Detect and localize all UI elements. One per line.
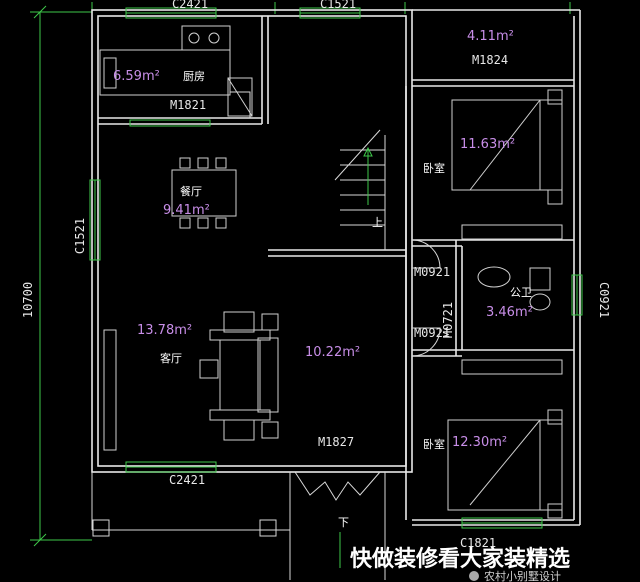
door-label-bedroom-lower: M0921 bbox=[414, 326, 450, 340]
overall-dimension-label: 10700 bbox=[21, 282, 35, 318]
staircase bbox=[334, 129, 386, 250]
sofa-set bbox=[103, 311, 279, 451]
bed-lower bbox=[447, 359, 563, 519]
door-label-bedroom-upper: M0921 bbox=[414, 265, 450, 279]
bath-area: 3.46m² bbox=[486, 305, 533, 320]
window-label-stair: C1521 bbox=[320, 0, 356, 11]
stair-up-label: 上 bbox=[372, 216, 383, 229]
bedroom-lower-name: 卧室 bbox=[423, 437, 445, 451]
door-label-kitchen: M1821 bbox=[170, 98, 206, 112]
watermark-sub: 农村小别墅设计 bbox=[484, 569, 561, 582]
door-label-entry: M1827 bbox=[318, 435, 354, 449]
overall-dimension-line bbox=[30, 5, 92, 547]
bedroom-upper-name: 卧室 bbox=[423, 161, 445, 175]
bath-name: 公卫 bbox=[510, 286, 532, 299]
window-label-dining: C1521 bbox=[73, 218, 87, 254]
living-area: 13.78m² bbox=[137, 323, 192, 338]
balcony-area: 4.11m² bbox=[467, 29, 514, 44]
window-label-kitchen: C2421 bbox=[172, 0, 208, 11]
hall-area: 10.22m² bbox=[305, 345, 360, 360]
interior-walls bbox=[98, 16, 574, 357]
kitchen-area: 6.59m² bbox=[113, 69, 160, 84]
dining-table bbox=[171, 157, 237, 229]
bath-fixtures bbox=[477, 266, 551, 311]
watermark-logo-icon bbox=[469, 571, 479, 581]
exterior-walls bbox=[91, 9, 581, 580]
window-label-bath: C0921 bbox=[597, 282, 611, 318]
windows bbox=[89, 7, 583, 529]
bedroom-upper-area: 11.63m² bbox=[460, 137, 515, 152]
dining-name: 餐厅 bbox=[180, 184, 202, 198]
door-label-bath: M0721 bbox=[441, 302, 455, 338]
kitchen-name: 厨房 bbox=[183, 70, 205, 83]
bedroom-lower-area: 12.30m² bbox=[452, 435, 507, 450]
watermark-main: 快做装修看大家装精选 bbox=[350, 546, 570, 572]
window-label-living: C2421 bbox=[169, 473, 205, 487]
door-label-balcony: M1824 bbox=[472, 53, 508, 67]
living-name: 客厅 bbox=[160, 351, 182, 365]
stair-down-label: 下 bbox=[338, 516, 349, 529]
kitchen-fixtures bbox=[99, 25, 253, 117]
window-label-bedroom: C1821 bbox=[460, 536, 496, 550]
dining-area: 9.41m² bbox=[163, 203, 210, 218]
bed-upper bbox=[451, 89, 563, 240]
